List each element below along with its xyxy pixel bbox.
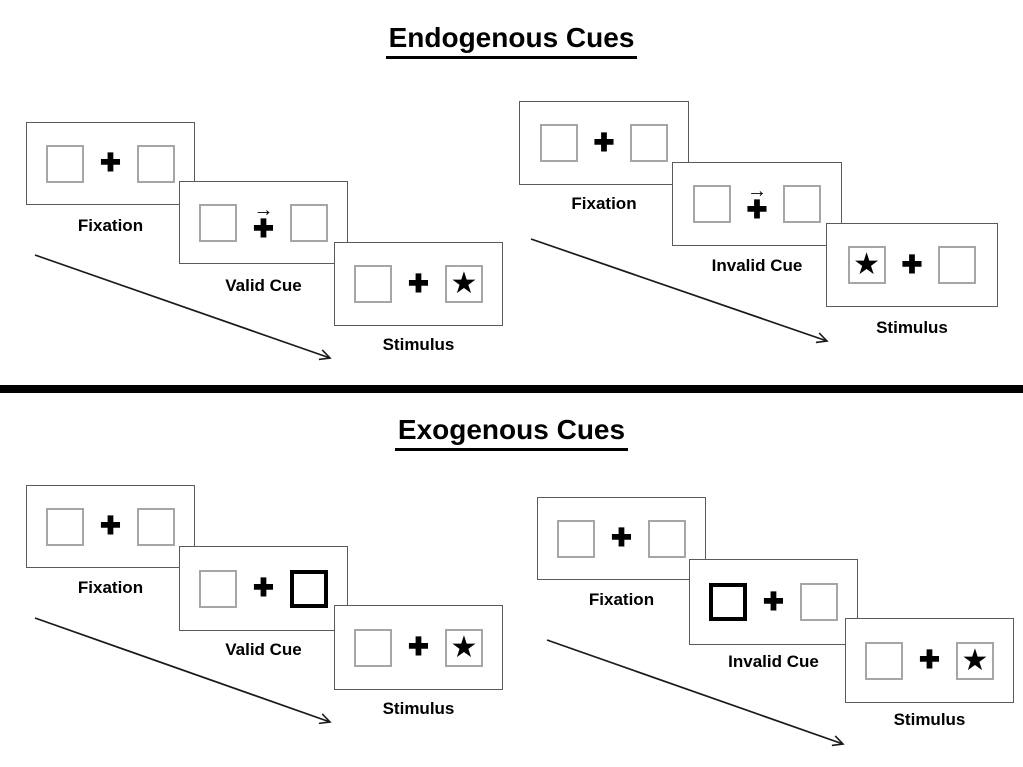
frame-label: Valid Cue — [225, 640, 302, 659]
fixation-cross-icon: ✚ — [593, 128, 615, 157]
section-title-text: Exogenous Cues — [394, 414, 629, 451]
frame-label: Stimulus — [876, 318, 948, 337]
placeholder-box-left — [539, 124, 578, 162]
placeholder-box-right — [938, 246, 977, 284]
thick-cue-box-right — [289, 569, 328, 608]
target-box-left: ★ — [847, 246, 886, 284]
placeholder-box-left — [354, 265, 393, 303]
plus-glyph: ✚ — [100, 149, 121, 177]
plus-glyph: ✚ — [919, 646, 940, 674]
fixation-cross-icon: ✚ — [611, 526, 632, 551]
plus-glyph: ✚ — [611, 524, 632, 552]
section-title-endogenous: Endogenous Cues — [0, 22, 1023, 59]
fixation-cross-icon: ✚ — [253, 576, 274, 601]
plus-glyph: ✚ — [763, 587, 784, 616]
frame-label: Valid Cue — [225, 276, 302, 295]
fixation-frame: ✚ — [537, 497, 706, 580]
frame-label: Stimulus — [382, 699, 455, 718]
frame-label: Fixation — [571, 194, 637, 213]
placeholder-box-right — [783, 185, 822, 223]
frame-label: Invalid Cue — [711, 256, 803, 275]
plus-glyph: ✚ — [100, 512, 121, 540]
fixation-cross-icon: ✚ — [763, 587, 784, 616]
target-box-right: ★ — [444, 265, 483, 303]
placeholder-box-left — [865, 641, 904, 680]
plus-glyph: ✚ — [901, 250, 923, 279]
fixation-cross-icon: ✚ — [919, 648, 940, 673]
placeholder-box-left — [199, 203, 238, 242]
fixation-cross-icon: ✚ — [408, 635, 429, 660]
placeholder-box-right — [799, 583, 838, 621]
target-box-right: ★ — [955, 641, 994, 680]
plus-glyph: ✚ — [746, 196, 768, 224]
plus-glyph: ✚ — [408, 633, 429, 661]
section-divider — [0, 385, 1023, 393]
placeholder-box-left — [199, 569, 238, 608]
stimulus-frame: ★ ✚ — [826, 223, 998, 307]
placeholder-box-left — [46, 507, 85, 546]
stimulus-frame: ✚ ★ — [334, 605, 503, 690]
frame-label: Fixation — [77, 578, 144, 597]
sequence-arrow-endogenous-valid — [34, 254, 332, 361]
arrow-cue-icon: → — [253, 198, 274, 221]
placeholder-box-right — [136, 507, 175, 546]
placeholder-box-right — [647, 519, 686, 558]
placeholder-box-right — [289, 203, 328, 242]
stimulus-frame: ✚ ★ — [334, 242, 503, 326]
frame-label: Stimulus — [893, 710, 966, 729]
frame-label: Invalid Cue — [728, 652, 819, 671]
invalid-cue-frame: ✚ — [689, 559, 858, 645]
frame-label: Fixation — [77, 216, 144, 235]
plus-glyph: ✚ — [408, 269, 429, 298]
sequence-arrow-exogenous-valid — [34, 617, 332, 725]
fixation-cross-icon: ✚ — [100, 514, 121, 539]
central-arrow-cue: → ✚ — [253, 198, 274, 243]
fixation-frame: ✚ — [26, 485, 195, 568]
thick-cue-box-left — [709, 583, 748, 621]
placeholder-box-left — [692, 185, 731, 223]
plus-glyph: ✚ — [253, 214, 274, 243]
placeholder-box-right — [630, 124, 669, 162]
fixation-frame: ✚ — [519, 101, 689, 185]
target-box-right: ★ — [444, 628, 483, 667]
placeholder-box-left — [354, 628, 393, 667]
fixation-frame: ✚ — [26, 122, 195, 205]
placeholder-box-left — [46, 144, 85, 183]
fixation-cross-icon: ✚ — [901, 250, 923, 279]
star-icon: ★ — [450, 630, 478, 664]
frame-label: Fixation — [588, 590, 655, 609]
plus-glyph: ✚ — [593, 128, 615, 157]
valid-cue-frame: → ✚ — [179, 181, 348, 264]
plus-glyph: ✚ — [253, 574, 274, 602]
valid-cue-frame: ✚ — [179, 546, 348, 631]
frame-label: Stimulus — [382, 335, 455, 354]
star-icon: ★ — [961, 643, 989, 677]
star-icon: ★ — [853, 248, 880, 281]
star-icon: ★ — [450, 267, 478, 300]
section-title-text: Endogenous Cues — [385, 22, 638, 59]
sequence-arrow-endogenous-invalid — [530, 238, 829, 344]
section-title-exogenous: Exogenous Cues — [0, 414, 1023, 451]
central-arrow-cue: → ✚ — [746, 180, 768, 224]
placeholder-box-left — [557, 519, 596, 558]
invalid-cue-frame: → ✚ — [672, 162, 842, 246]
fixation-cross-icon: ✚ — [100, 151, 121, 176]
fixation-cross-icon: ✚ — [408, 269, 429, 298]
arrow-cue-icon: → — [746, 180, 767, 202]
placeholder-box-right — [136, 144, 175, 183]
stimulus-frame: ✚ ★ — [845, 618, 1014, 703]
